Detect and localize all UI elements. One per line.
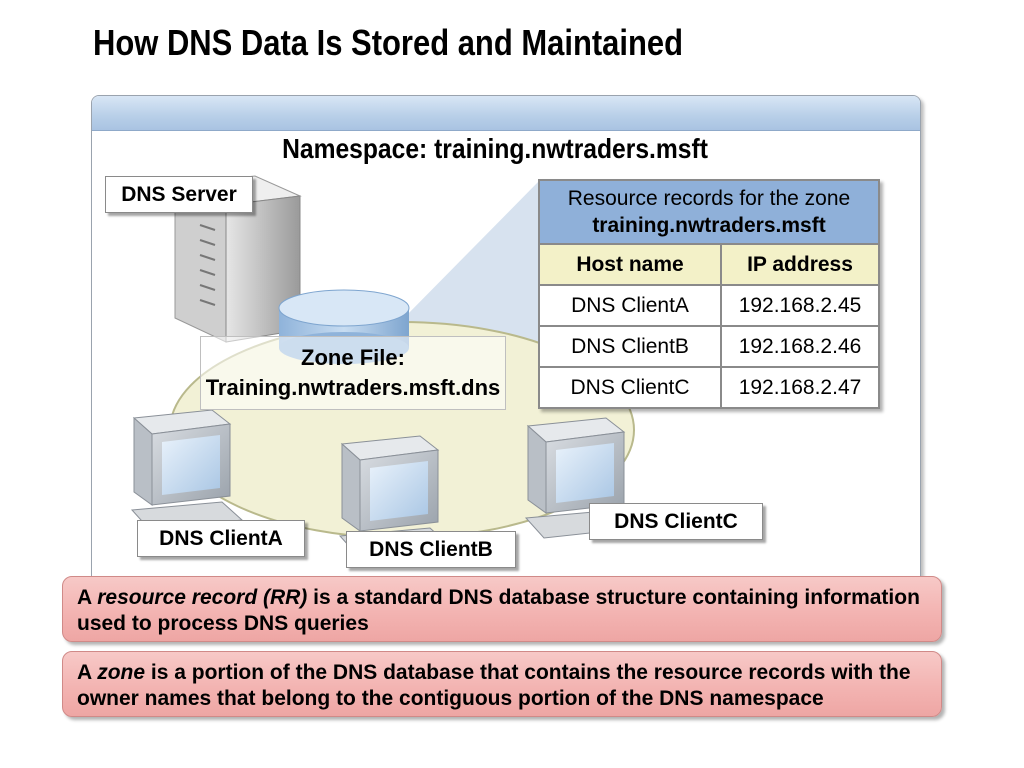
host-cell: DNS ClientC [538, 366, 722, 409]
workstation-icon [130, 409, 244, 531]
note-text: is a portion of the DNS database that co… [77, 661, 911, 710]
zone-file-name: Training.nwtraders.msft.dns [205, 375, 501, 400]
ip-cell: 192.168.2.47 [720, 366, 880, 409]
table-caption-zone: training.nwtraders.msft [592, 214, 826, 237]
workstation-icon [524, 417, 638, 539]
ip-cell: 192.168.2.45 [720, 284, 880, 327]
note-term: zone [97, 661, 146, 684]
panel-header-band [92, 96, 920, 131]
note-prefix: A [77, 586, 98, 609]
note-text: is a standard DNS database structure con… [77, 586, 920, 635]
zone-file-label: Zone File: Training.nwtraders.msft.dns [200, 336, 506, 410]
column-header-ip: IP address [720, 243, 880, 286]
zone-note: A zone is a portion of the DNS database … [62, 651, 942, 717]
namespace-label: Namespace: training.nwtraders.msft [282, 133, 708, 164]
table-caption: Resource records for the zone training.n… [538, 179, 880, 245]
note-prefix: A [77, 661, 98, 684]
slide-title: How DNS Data Is Stored and Maintained [93, 22, 684, 63]
client-a-label: DNS ClientA [137, 520, 305, 557]
client-b-label: DNS ClientB [346, 531, 516, 568]
resource-records-table: Resource records for the zone training.n… [538, 179, 880, 409]
resource-record-note: A resource record (RR) is a standard DNS… [62, 576, 942, 642]
table-row: DNS ClientA 192.168.2.45 [538, 284, 880, 327]
zone-file-title: Zone File: [301, 345, 405, 370]
client-c-label: DNS ClientC [589, 503, 763, 540]
note-term: resource record (RR) [97, 586, 308, 609]
column-header-host: Host name [538, 243, 722, 286]
table-row: DNS ClientB 192.168.2.46 [538, 325, 880, 368]
table-caption-line1: Resource records for the zone [567, 187, 851, 210]
dns-server-label: DNS Server [105, 176, 253, 213]
host-cell: DNS ClientA [538, 284, 722, 327]
ip-cell: 192.168.2.46 [720, 325, 880, 368]
table-row: DNS ClientC 192.168.2.47 [538, 366, 880, 409]
host-cell: DNS ClientB [538, 325, 722, 368]
